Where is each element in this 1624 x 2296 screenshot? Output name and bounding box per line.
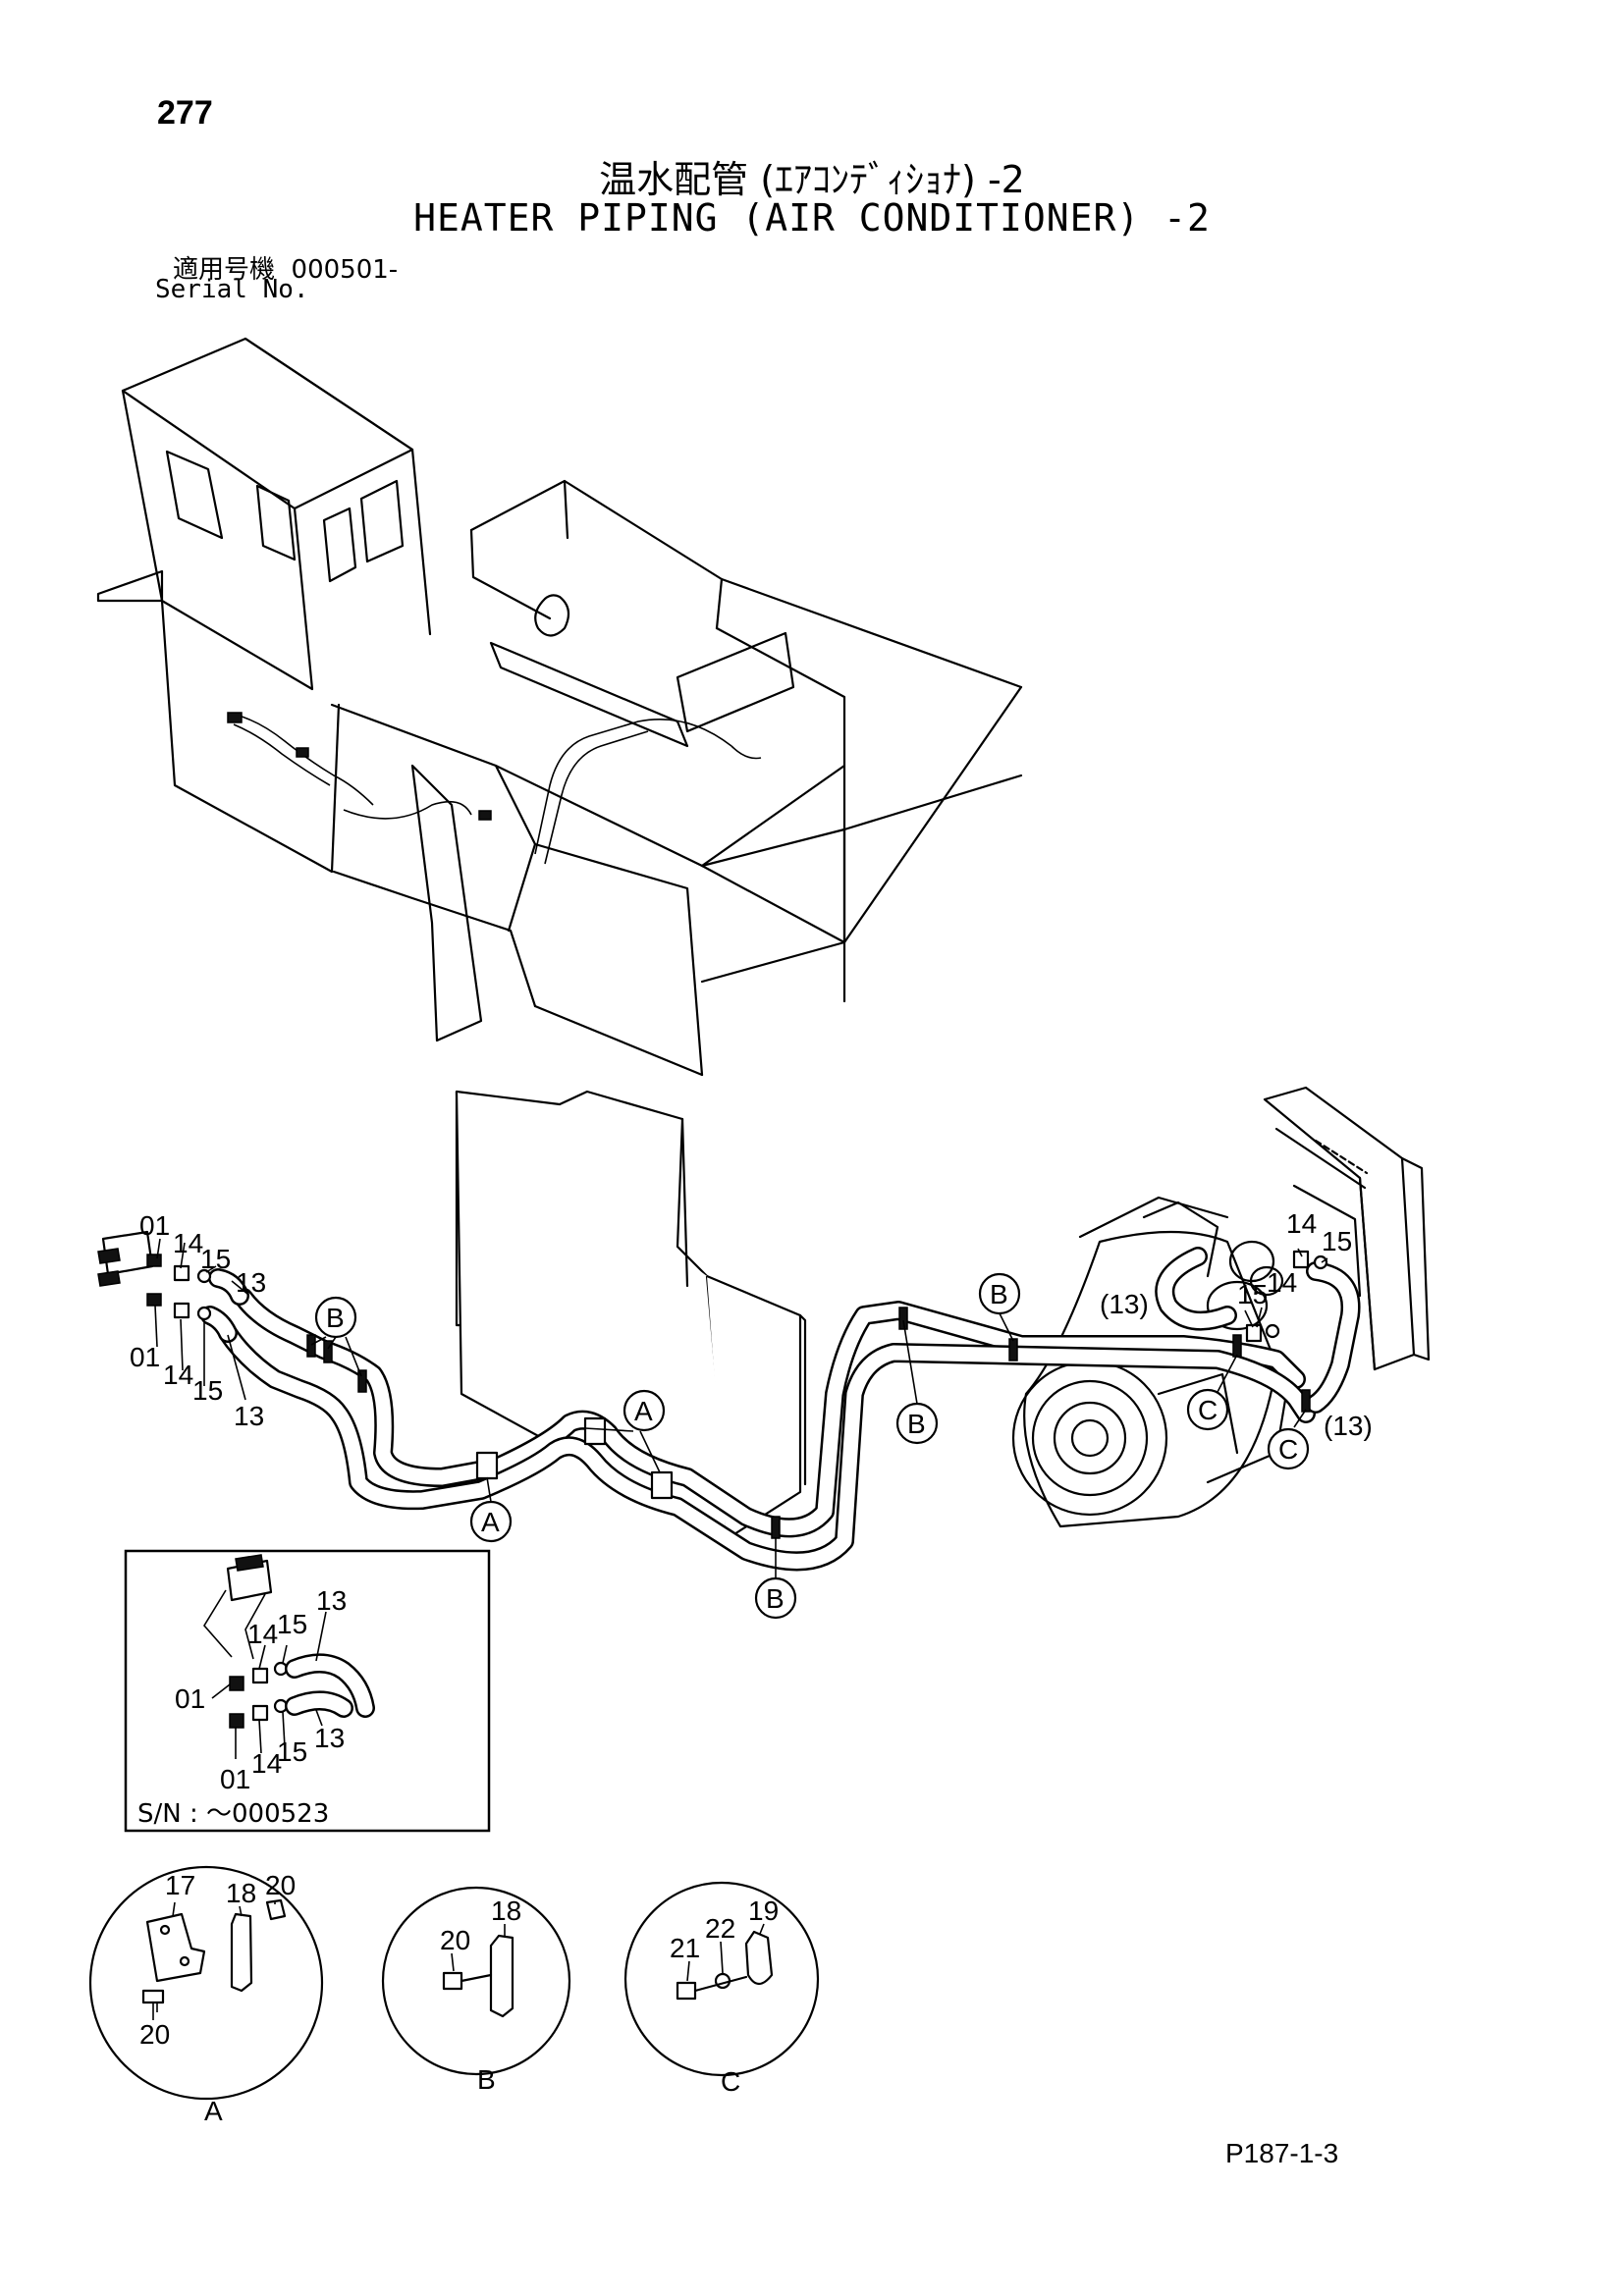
- hose-routing-view: [97, 1086, 1431, 1572]
- detail-view-c: 21 22 19 C: [623, 1881, 820, 2097]
- callout-13: 13: [316, 1585, 347, 1616]
- view-marker-c: C: [1278, 1434, 1298, 1465]
- callout-01: 01: [175, 1683, 205, 1714]
- callout-20: 20: [139, 2019, 170, 2050]
- view-marker-b: B: [766, 1583, 785, 1614]
- page-title-japanese: 温水配管 (ｴｱｺﾝﾃﾞｨｼｮﾅ) -2: [599, 158, 1025, 201]
- detail-label-b: B: [477, 2064, 496, 2095]
- callout-20: 20: [440, 1925, 470, 1955]
- detail-label-c: C: [721, 2066, 740, 2097]
- view-marker-b: B: [990, 1279, 1008, 1309]
- callout-17: 17: [165, 1870, 195, 1900]
- view-marker-a: A: [634, 1396, 653, 1426]
- catalog-code: P187-1-3: [1225, 2138, 1339, 2168]
- inset-serial-note: S/N : ～000523: [137, 1799, 329, 1829]
- callout-14: 14: [173, 1228, 203, 1258]
- callout-18: 18: [226, 1878, 256, 1908]
- callout-13: 13: [314, 1723, 345, 1753]
- view-marker-c: C: [1198, 1395, 1218, 1425]
- callout-20: 20: [265, 1870, 296, 1900]
- callout-14: 14: [1286, 1208, 1317, 1239]
- callout-15: 15: [277, 1609, 307, 1639]
- callout-15: 15: [1322, 1226, 1352, 1256]
- detail-label-a: A: [204, 2096, 223, 2126]
- callout-22: 22: [705, 1913, 735, 1944]
- serial-applicability: 適用号機 000501-: [173, 249, 398, 286]
- serial-label-english: Serial No.: [155, 275, 309, 304]
- callout-01: 01: [139, 1210, 170, 1241]
- callout-01: 01: [220, 1764, 250, 1794]
- callout-15: 15: [192, 1375, 223, 1406]
- callout-13: 13: [234, 1401, 264, 1431]
- callout-01: 01: [130, 1342, 160, 1372]
- leader-lines: [154, 1238, 1328, 1578]
- callout-15: 15: [277, 1736, 307, 1767]
- detail-view-a: 17 18 20 20 A: [88, 1865, 324, 2126]
- view-markers: B A A B B B C C: [314, 1272, 1310, 1620]
- callout-13: 13: [236, 1267, 266, 1298]
- serial-value: 000501-: [291, 255, 399, 285]
- detail-view-b: 20 18 B: [381, 1886, 571, 2095]
- callout-14: 14: [251, 1748, 282, 1779]
- machine-overview: [96, 337, 1023, 1077]
- callout-14: 14: [247, 1619, 278, 1649]
- inset-detail: 13 14 15 01 01 14 15 13 S/N : ～000523: [124, 1549, 491, 1833]
- callout-14: 14: [1267, 1267, 1297, 1298]
- serial-label-japanese: 適用号機: [173, 255, 276, 285]
- page-number: 277: [157, 94, 213, 132]
- callout-15: 15: [1237, 1279, 1268, 1309]
- callout-15: 15: [200, 1244, 231, 1274]
- view-marker-a: A: [481, 1507, 500, 1537]
- callout-13-ref: (13): [1100, 1289, 1149, 1319]
- page-title-english: HEATER PIPING (AIR CONDITIONER) -2: [413, 196, 1211, 240]
- callout-14: 14: [163, 1360, 193, 1390]
- view-marker-b: B: [907, 1409, 926, 1439]
- hose-view-callouts: 01 14 15 13 01 14 15 13 (13) 15 14 14 15…: [130, 1208, 1373, 1441]
- callout-18: 18: [491, 1896, 521, 1926]
- view-marker-b: B: [326, 1303, 345, 1333]
- callout-21: 21: [670, 1933, 700, 1963]
- callout-13-ref: (13): [1324, 1411, 1373, 1441]
- callout-19: 19: [748, 1896, 779, 1926]
